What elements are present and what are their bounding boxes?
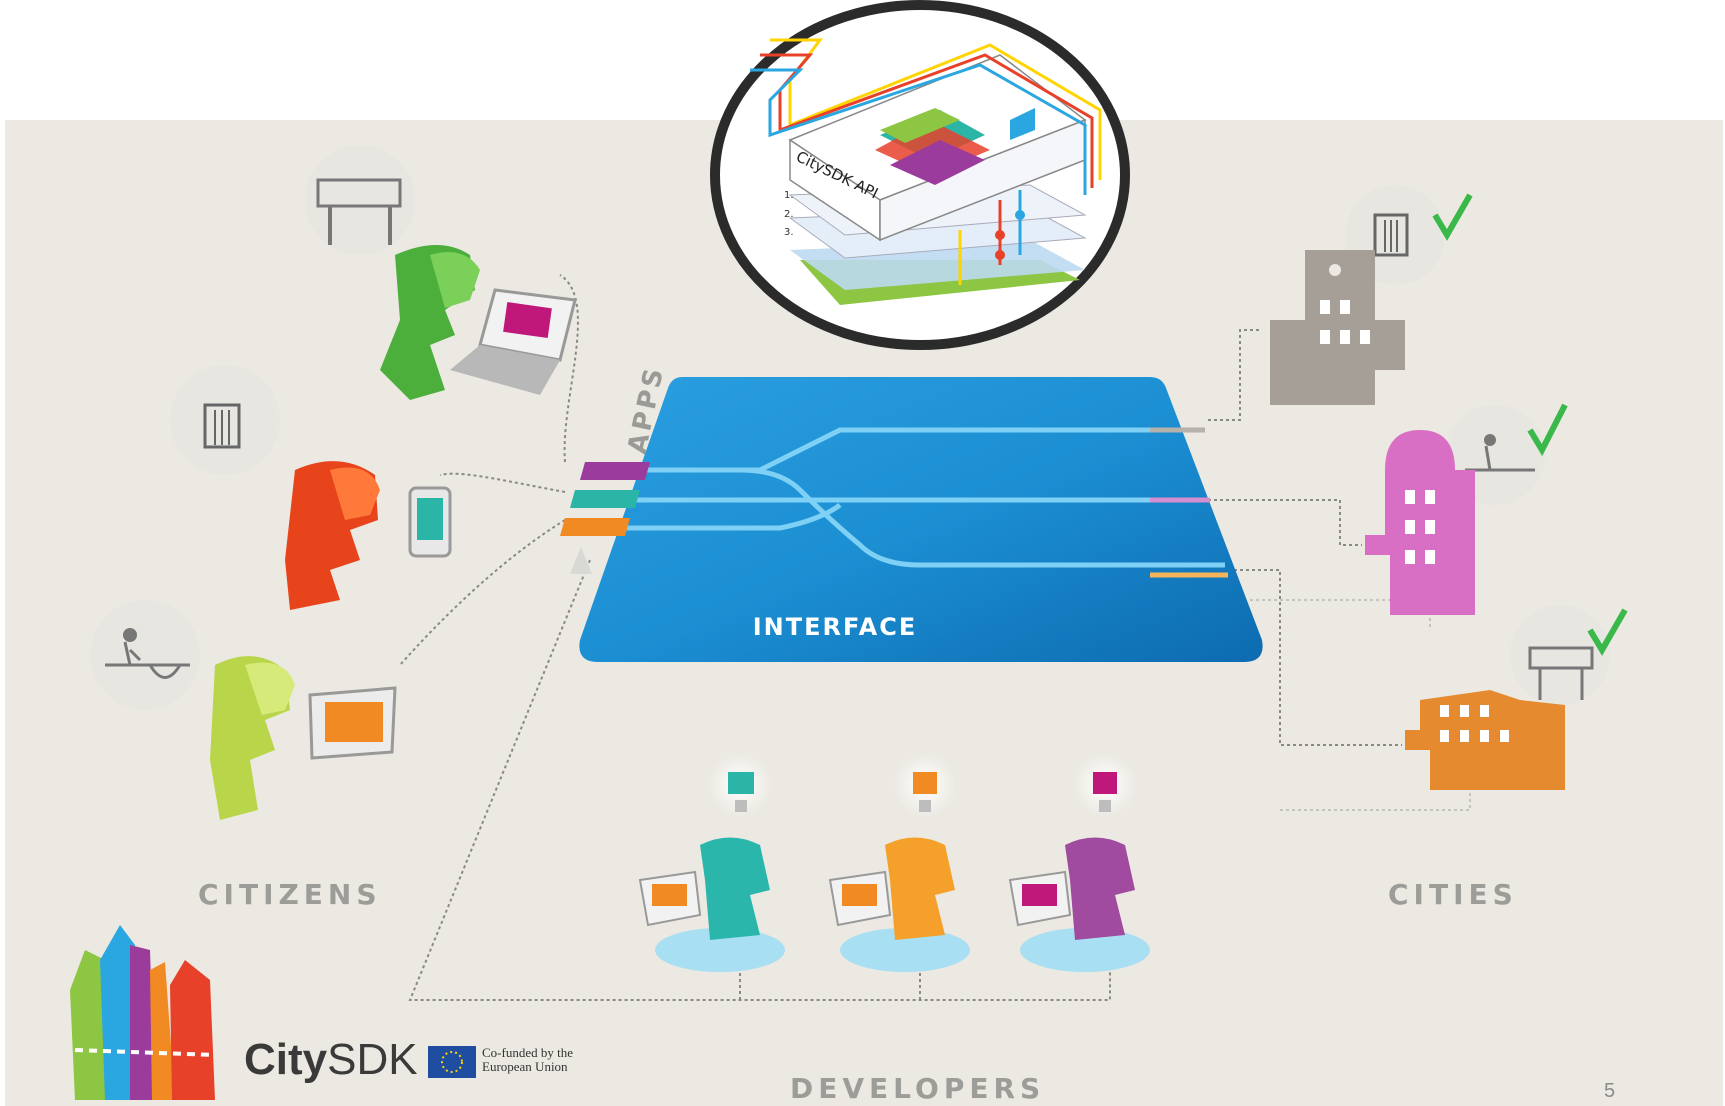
sign-icon — [1528, 646, 1594, 700]
eu-line-2: European Union — [482, 1059, 568, 1074]
lightbulb-icon — [913, 772, 937, 812]
flow-connectors — [399, 274, 1402, 1001]
citysdk-logo-icon — [70, 925, 216, 1100]
citizen-green — [305, 145, 577, 400]
pothole-icon — [1465, 434, 1535, 472]
trash-bin-icon — [203, 403, 241, 449]
pothole-icon — [105, 628, 190, 679]
eu-funding-text: Co-funded by the European Union — [482, 1046, 602, 1074]
city-grey — [1270, 185, 1473, 405]
sign-icon — [316, 178, 402, 245]
developer-teal — [638, 753, 785, 972]
laptop-icon — [450, 288, 577, 395]
interface-platform — [579, 377, 1263, 662]
cities-label: CITIES — [1388, 878, 1518, 911]
interface-label: INTERFACE — [753, 613, 917, 641]
city-orange — [1405, 605, 1628, 790]
eu-flag-icon — [428, 1046, 476, 1078]
citizen-red — [170, 365, 452, 610]
trash-bin-icon — [1373, 213, 1409, 257]
tablet-icon — [308, 686, 397, 760]
citizen-lime — [90, 600, 397, 820]
developer-orange — [828, 753, 970, 972]
layer-number-1: 1. — [784, 190, 794, 201]
brand-light: SDK — [327, 1035, 418, 1084]
layer-number-2: 2. — [784, 209, 794, 220]
brand-strong: City — [244, 1035, 328, 1084]
citysdk-api-circle — [710, 0, 1130, 350]
checkmark-icon — [1527, 403, 1568, 457]
developer-purple — [1008, 753, 1150, 972]
lightbulb-icon — [728, 772, 754, 812]
developers-label: DEVELOPERS — [790, 1072, 1046, 1105]
page-number: 5 — [1604, 1080, 1616, 1102]
citizens-label: CITIZENS — [198, 878, 382, 911]
layer-number-3: 3. — [784, 227, 794, 238]
upward-arrow — [570, 547, 592, 574]
phone-icon — [408, 486, 452, 558]
lightbulb-icon — [1093, 772, 1117, 812]
eu-line-1: Co-funded by the — [482, 1045, 573, 1060]
city-pink — [1365, 403, 1568, 615]
app-tabs — [560, 462, 650, 536]
checkmark-icon — [1587, 608, 1628, 656]
citysdk-brand: CitySDK — [244, 1035, 418, 1085]
checkmark-icon — [1432, 193, 1473, 241]
